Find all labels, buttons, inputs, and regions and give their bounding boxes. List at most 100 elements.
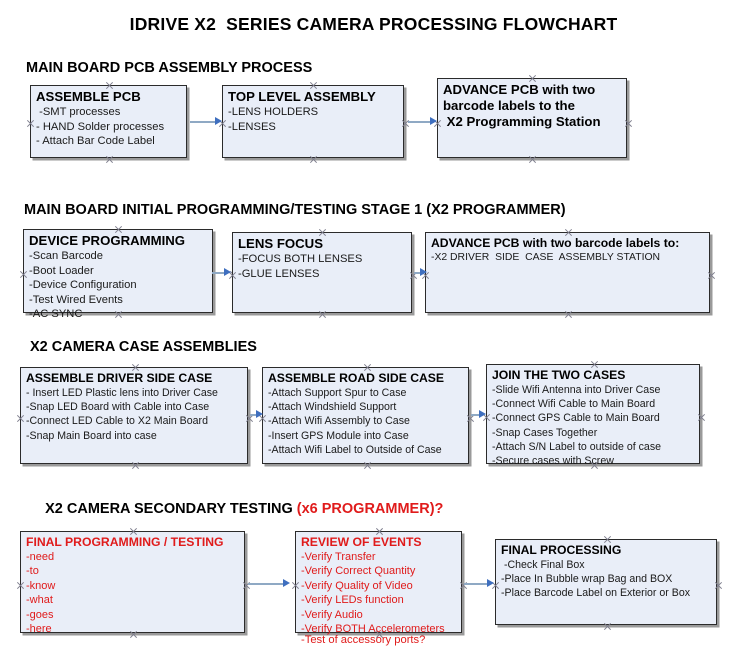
section-heading-accent: (x6 PROGRAMMER)? xyxy=(296,501,444,517)
node-body: ASSEMBLE ROAD SIDE CASE -Attach Support … xyxy=(268,371,465,457)
node-line: -LENSES xyxy=(228,120,276,133)
node-line: - Insert LED Plastic lens into Driver Ca… xyxy=(26,387,218,399)
handle-bottom-icon[interactable] xyxy=(603,622,612,631)
arrowhead-icon xyxy=(479,410,486,418)
handle-right-icon[interactable] xyxy=(624,119,633,128)
handle-bottom-icon[interactable] xyxy=(363,461,372,470)
handle-bottom-icon[interactable] xyxy=(564,310,573,319)
connector-driver-to-road-side xyxy=(250,414,258,416)
node-title: ADVANCE PCB with two barcode labels to: xyxy=(431,236,680,250)
node-line: -goes xyxy=(26,608,54,621)
node-line: -X2 DRIVER SIDE CASE ASSEMBLY STATION xyxy=(431,252,661,263)
arrowhead-icon xyxy=(256,410,263,418)
node-line: -SMT processes xyxy=(36,106,121,118)
node-line: -Verify BOTH Accelerometers xyxy=(301,623,445,636)
node-assemble-road-side-case[interactable]: ASSEMBLE ROAD SIDE CASE -Attach Support … xyxy=(262,367,469,464)
handle-bottom-icon[interactable] xyxy=(318,310,327,319)
node-body: TOP LEVEL ASSEMBLY -LENS HOLDERS -LENSES xyxy=(228,89,400,134)
node-line: -Check Final Box xyxy=(501,559,585,571)
node-line: -Attach Support Spur to Case xyxy=(268,387,407,399)
arrowhead-icon xyxy=(430,117,437,125)
node-line: - HAND Solder processes xyxy=(36,120,165,133)
node-title: TOP LEVEL ASSEMBLY xyxy=(228,89,376,104)
node-advance-pcb-driver-side-case[interactable]: ADVANCE PCB with two barcode labels to: … xyxy=(425,232,710,313)
node-line: -Verify LEDs function xyxy=(301,594,404,607)
node-join-the-two-cases[interactable]: JOIN THE TWO CASES -Slide Wifi Antenna i… xyxy=(486,364,700,467)
node-device-programming[interactable]: DEVICE PROGRAMMING -Scan Barcode -Boot L… xyxy=(23,229,213,320)
node-top-level-assembly[interactable]: TOP LEVEL ASSEMBLY -LENS HOLDERS -LENSES xyxy=(222,85,404,158)
node-body: FINAL PROGRAMMING / TESTING -need -to -k… xyxy=(26,535,241,636)
arrowhead-icon xyxy=(487,579,494,587)
node-title: FINAL PROGRAMMING / TESTING xyxy=(26,535,224,549)
node-line: -Boot Loader xyxy=(29,264,94,277)
node-line: -Slide Wifi Antenna into Driver Case xyxy=(492,384,661,396)
node-line: -Place Barcode Label on Exterior or Box xyxy=(501,587,691,600)
node-line: -Snap Main Board into case xyxy=(26,429,157,442)
node-line: -Verify Transfer xyxy=(301,551,376,563)
connector-review-to-final-processing xyxy=(464,583,488,585)
node-line: -LENS HOLDERS xyxy=(228,106,319,118)
page-title: IDRIVE X2 SERIES CAMERA PROCESSING FLOWC… xyxy=(129,14,618,34)
node-line: -Connect Wifi Cable to Main Board xyxy=(492,398,656,411)
node-line: -Test Wired Events xyxy=(29,293,123,306)
node-line: -know xyxy=(26,579,56,592)
node-review-of-events[interactable]: REVIEW OF EVENTS -Verify Transfer -Verif… xyxy=(295,531,462,646)
node-line: -Scan Barcode xyxy=(29,250,104,262)
arrowhead-icon xyxy=(283,579,290,587)
handle-left-icon[interactable] xyxy=(16,581,25,590)
node-body: ADVANCE PCB with two barcode labels to t… xyxy=(443,82,623,130)
node-line: -Verify Correct Quantity xyxy=(301,565,416,578)
handle-bottom-icon[interactable] xyxy=(131,461,140,470)
node-line: -FOCUS BOTH LENSES xyxy=(238,253,363,265)
section-heading-main-board-pcb-assembly-process: MAIN BOARD PCB ASSEMBLY PROCESS xyxy=(26,60,313,76)
handle-left-icon[interactable] xyxy=(26,119,35,128)
handle-right-icon[interactable] xyxy=(714,581,723,590)
node-body: JOIN THE TWO CASES -Slide Wifi Antenna i… xyxy=(492,368,696,468)
node-title: REVIEW OF EVENTS xyxy=(301,535,422,549)
node-line: -what xyxy=(26,594,53,607)
node-title: ASSEMBLE DRIVER SIDE CASE xyxy=(26,371,213,385)
arrowhead-icon xyxy=(420,268,427,276)
node-line: -AC SYNC xyxy=(29,308,83,321)
node-line: -Attach Windshield Support xyxy=(268,401,397,414)
node-body: REVIEW OF EVENTS -Verify Transfer -Verif… xyxy=(301,535,458,636)
node-line: -Connect LED Cable to X2 Main Board xyxy=(26,415,208,428)
connector-top-level-to-advance xyxy=(408,121,431,123)
handle-right-icon[interactable] xyxy=(707,271,716,280)
node-title: ASSEMBLE PCB xyxy=(36,89,141,104)
node-line: - Attach Bar Code Label xyxy=(36,135,155,148)
node-line: -Secure cases with Screw xyxy=(492,455,614,468)
handle-right-icon[interactable] xyxy=(697,413,706,422)
node-title: ASSEMBLE ROAD SIDE CASE xyxy=(268,371,445,385)
section-heading-main-board-initial-programming: MAIN BOARD INITIAL PROGRAMMING/TESTING S… xyxy=(24,202,566,218)
connector-road-side-to-join xyxy=(471,414,481,416)
node-body: DEVICE PROGRAMMING -Scan Barcode -Boot L… xyxy=(29,233,209,322)
node-advance-pcb-programming-station[interactable]: ADVANCE PCB with two barcode labels to t… xyxy=(437,78,627,158)
node-title: ADVANCE PCB with two barcode labels to t… xyxy=(443,82,601,129)
arrowhead-icon xyxy=(215,117,222,125)
node-line: -Attach S/N Label to outside of case xyxy=(492,440,662,453)
handle-left-icon[interactable] xyxy=(16,414,25,423)
node-title: LENS FOCUS xyxy=(238,236,323,251)
handle-left-icon[interactable] xyxy=(19,270,28,279)
section-heading-x2-camera-secondary-testing: X2 CAMERA SECONDARY TESTING (x6 PROGRAMM… xyxy=(29,485,443,533)
node-line: -Snap LED Board with Cable into Case xyxy=(26,401,210,414)
connector-pcb-to-top-level xyxy=(190,121,216,123)
node-lens-focus[interactable]: LENS FOCUS -FOCUS BOTH LENSES -GLUE LENS… xyxy=(232,232,412,313)
node-assemble-pcb[interactable]: ASSEMBLE PCB -SMT processes - HAND Solde… xyxy=(30,85,187,158)
node-line: -here xyxy=(26,623,52,636)
node-body: ASSEMBLE PCB -SMT processes - HAND Solde… xyxy=(36,89,183,149)
node-final-programming-testing[interactable]: FINAL PROGRAMMING / TESTING -need -to -k… xyxy=(20,531,245,636)
handle-bottom-icon[interactable] xyxy=(105,155,114,164)
handle-bottom-icon[interactable] xyxy=(309,155,318,164)
node-title: JOIN THE TWO CASES xyxy=(492,368,626,382)
handle-bottom-icon[interactable] xyxy=(528,155,537,164)
handle-left-icon[interactable] xyxy=(291,581,300,590)
node-line: -Verify Quality of Video xyxy=(301,579,413,592)
node-body: ADVANCE PCB with two barcode labels to: … xyxy=(431,236,706,266)
node-final-processing[interactable]: FINAL PROCESSING -Check Final Box -Place… xyxy=(495,539,717,625)
node-assemble-driver-side-case[interactable]: ASSEMBLE DRIVER SIDE CASE - Insert LED P… xyxy=(20,367,248,464)
section-heading-text: X2 CAMERA SECONDARY TESTING xyxy=(45,501,297,517)
node-line: -GLUE LENSES xyxy=(238,267,320,280)
